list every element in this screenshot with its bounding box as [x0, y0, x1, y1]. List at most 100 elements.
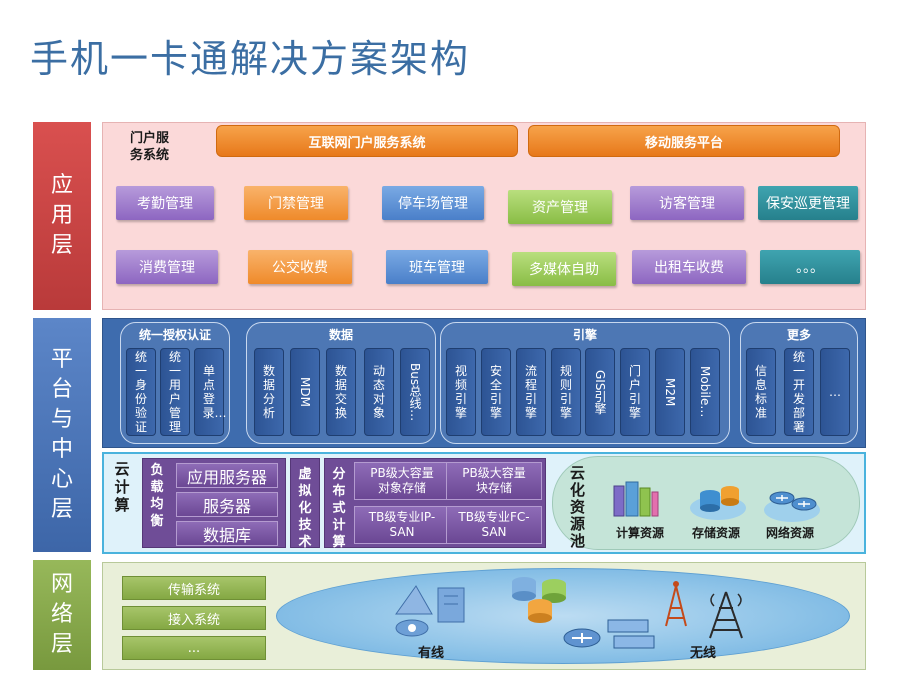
app-taxi-button[interactable]: 出租车收费	[632, 250, 746, 284]
service-single-sign-on[interactable]: 单点登录…	[194, 348, 227, 436]
radio-tower-icon	[665, 581, 687, 627]
app-asset-button[interactable]: 资产管理	[508, 190, 612, 224]
portal-label-line: 门户服	[130, 131, 170, 146]
distributed-text: 分布式计算	[332, 467, 346, 550]
storage-tb-fc-san[interactable]: TB级专业FC-SAN	[446, 506, 542, 544]
layer-label-application: 应用层	[33, 122, 91, 310]
group-title-engines: 引擎	[572, 328, 597, 342]
virtualization-label: 虚拟化技术	[298, 466, 312, 551]
service-identity-verification[interactable]: 统一身份验证	[126, 348, 156, 436]
service-mobile[interactable]: Mobile…	[690, 348, 720, 436]
storage-line: SAN	[481, 525, 507, 539]
database-box[interactable]: 数据库	[176, 521, 278, 546]
resource-label-compute: 计算资源	[616, 526, 665, 540]
wireless-tower-icon	[709, 591, 743, 639]
service-label: 信息标准	[754, 364, 767, 420]
net-access-button[interactable]: 接入系统	[122, 606, 266, 630]
mobile-platform-bar[interactable]: 移动服务平台	[528, 125, 840, 157]
group-title-more: 更多	[786, 328, 811, 342]
service-label: GIS引擎	[593, 369, 607, 415]
layer-label-network: 网络层	[33, 560, 91, 670]
layer-label-text: 网络层	[50, 572, 73, 657]
app-multimedia-button[interactable]: 多媒体自助	[512, 252, 616, 286]
load-balance-label: 负载均衡	[150, 462, 164, 530]
wired-network-icon	[395, 585, 465, 637]
app-parking-button[interactable]: 停车场管理	[382, 186, 484, 220]
service-unified-deploy[interactable]: 统一开发部署	[784, 348, 814, 436]
app-more-button[interactable]: 。。。	[760, 250, 860, 284]
virtualization-block	[290, 458, 320, 548]
service-portal-engine[interactable]: 门户引擎	[620, 348, 650, 436]
app-patrol-button[interactable]: 保安巡更管理	[758, 186, 858, 220]
storage-line: PB级大容量	[370, 466, 434, 480]
layer-label-platform: 平台与中心层	[33, 318, 91, 552]
server-box[interactable]: 服务器	[176, 492, 278, 517]
service-label: 统一身份验证	[134, 350, 147, 434]
storage-cluster-icon	[512, 577, 566, 623]
virtualization-text: 虚拟化技术	[298, 467, 312, 550]
storage-line: SAN	[389, 525, 415, 539]
app-access-control-button[interactable]: 门禁管理	[244, 186, 348, 220]
wireless-label: 无线	[690, 646, 717, 661]
storage-pb-block[interactable]: PB级大容量块存储	[446, 462, 542, 500]
page-title: 手机一卡通解决方案架构	[30, 37, 471, 81]
group-title-data: 数据	[328, 328, 353, 342]
service-dynamic-object[interactable]: 动态对象	[364, 348, 394, 436]
storage-pb-object[interactable]: PB级大容量对象存储	[354, 462, 450, 500]
service-data-exchange[interactable]: 数据交换	[326, 348, 356, 436]
resource-label-storage: 存储资源	[692, 526, 741, 540]
storage-line: TB级专业IP-	[368, 510, 436, 524]
service-label: …	[829, 385, 841, 399]
service-rule-engine[interactable]: 规则引擎	[551, 348, 581, 436]
service-bus[interactable]: Bus总线…	[400, 348, 430, 436]
resource-label-network: 网络资源	[766, 526, 815, 540]
service-user-management[interactable]: 统一用户管理	[160, 348, 190, 436]
cloud-label-text: 云计算	[114, 460, 130, 514]
portal-service-label: 门户服 务系统	[130, 130, 169, 164]
service-label: 单点登录…	[202, 364, 227, 420]
cloud-resource-pool-label: 云化资源池	[570, 465, 592, 550]
storage-tb-ip-san[interactable]: TB级专业IP-SAN	[354, 506, 450, 544]
service-more[interactable]: …	[820, 348, 850, 436]
service-label: MDM	[298, 377, 312, 407]
distributed-computing-label: 分布式计算	[332, 466, 346, 551]
compute-resource-icon	[613, 481, 659, 517]
layer-label-text: 应用层	[50, 173, 73, 258]
group-title-unified-auth: 统一授权认证	[138, 328, 211, 342]
service-gis-engine[interactable]: GIS引擎	[585, 348, 615, 436]
app-bus-fare-button[interactable]: 公交收费	[248, 250, 352, 284]
service-label: 统一开发部署	[792, 350, 805, 434]
service-label: 视频引擎	[454, 364, 467, 420]
service-video-engine[interactable]: 视频引擎	[446, 348, 476, 436]
app-visitor-button[interactable]: 访客管理	[630, 186, 744, 220]
service-label: Mobile…	[698, 366, 712, 418]
storage-line: 块存储	[475, 481, 512, 495]
service-security-engine[interactable]: 安全引擎	[481, 348, 511, 436]
app-shuttle-button[interactable]: 班车管理	[386, 250, 488, 284]
net-more-button[interactable]: ...	[122, 636, 266, 660]
service-m2m[interactable]: M2M	[655, 348, 685, 436]
service-label: 统一用户管理	[168, 350, 181, 434]
service-workflow-engine[interactable]: 流程引擎	[516, 348, 546, 436]
service-info-standard[interactable]: 信息标准	[746, 348, 776, 436]
layer-label-text: 平台与中心层	[50, 347, 73, 522]
cloud-pool-text: 云化资源池	[570, 464, 586, 550]
service-label: 门户引擎	[628, 364, 641, 420]
storage-line: PB级大容量	[462, 466, 526, 480]
storage-resource-icon	[690, 486, 746, 520]
service-label: Bus总线…	[408, 362, 422, 422]
network-switch-icon	[563, 619, 655, 649]
app-server-box[interactable]: 应用服务器	[176, 463, 278, 488]
internet-portal-bar[interactable]: 互联网门户服务系统	[216, 125, 518, 157]
service-label: 动态对象	[372, 364, 385, 420]
load-balance-text: 负载均衡	[150, 463, 164, 529]
app-attendance-button[interactable]: 考勤管理	[116, 186, 214, 220]
service-label: M2M	[663, 377, 677, 407]
net-transmission-button[interactable]: 传输系统	[122, 576, 266, 600]
app-consumption-button[interactable]: 消费管理	[116, 250, 218, 284]
service-label: 数据分析	[262, 364, 275, 420]
service-mdm[interactable]: MDM	[290, 348, 320, 436]
service-label: 数据交换	[334, 364, 347, 420]
network-resource-icon	[764, 491, 820, 522]
service-data-analysis[interactable]: 数据分析	[254, 348, 284, 436]
